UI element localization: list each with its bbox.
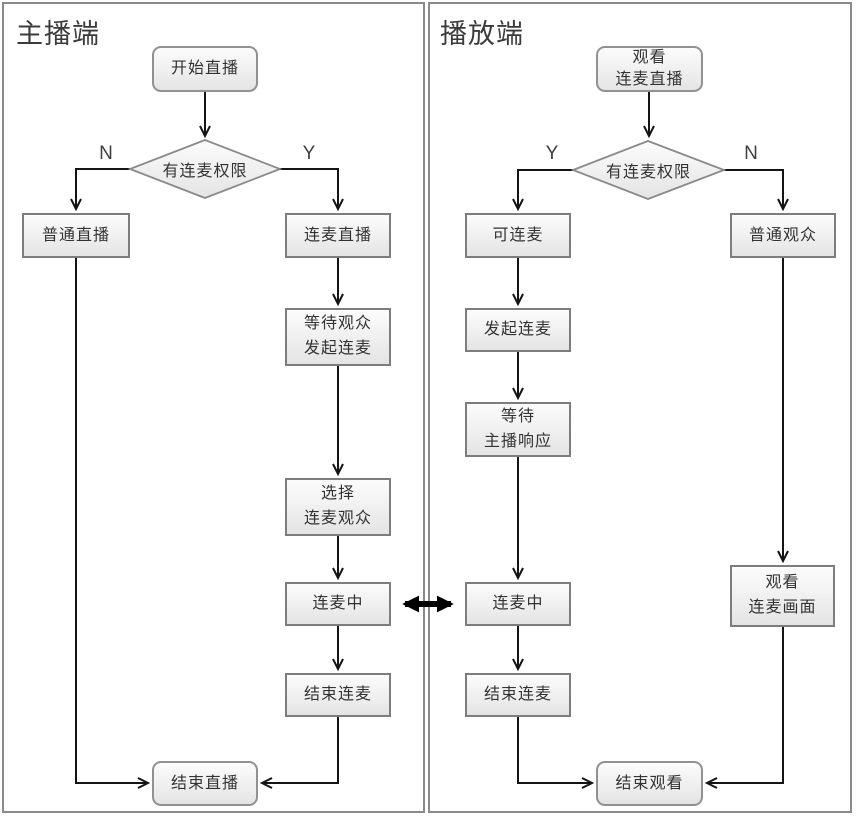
node-end-broadcast: 结束直播: [152, 761, 258, 806]
decision-diamond-broadcaster: [127, 139, 283, 199]
node-initiate-lianmai: 发起连麦: [465, 308, 571, 352]
panel-viewer: [428, 2, 852, 813]
node-end-watch: 结束观看: [596, 761, 703, 806]
node-label-line: 观看: [765, 574, 800, 592]
branch-label-n-broadcaster: N: [99, 143, 113, 164]
node-select-viewer: 选择 连麦观众: [285, 478, 391, 536]
edges-viewer: [512, 92, 789, 789]
decision-diamond-viewer: [570, 140, 727, 200]
node-label-line: 连麦画面: [748, 599, 817, 616]
node-normal-viewer: 普通观众: [730, 213, 836, 258]
node-lianmai-broadcast: 连麦直播: [285, 213, 391, 258]
viewer-panel-title: 播放端: [440, 19, 524, 49]
branch-label-n-viewer: N: [744, 143, 758, 164]
node-watch-lianmai-screen: 观看 连麦画面: [730, 565, 835, 627]
node-label-line: 观看: [632, 49, 667, 67]
node-start-broadcast: 开始直播: [152, 46, 258, 92]
node-watch-lianmai-broadcast: 观看 连麦直播: [596, 46, 703, 92]
node-end-lianmai-viewer: 结束连麦: [465, 673, 571, 717]
node-end-lianmai-broadcaster: 结束连麦: [285, 673, 391, 717]
node-label-line: 主播响应: [483, 432, 552, 450]
branch-label-y-viewer: Y: [545, 143, 559, 164]
node-in-lianmai-broadcaster: 连麦中: [285, 582, 391, 626]
node-normal-broadcast: 普通直播: [22, 213, 130, 258]
node-wait-host-response: 等待 主播响应: [465, 402, 571, 457]
decision-label-viewer: 有连麦权限: [605, 164, 691, 181]
edges-broadcaster: [70, 92, 344, 789]
node-wait-viewer-initiate: 等待观众 发起连麦: [285, 308, 391, 366]
node-label-line: 连麦观众: [303, 510, 372, 527]
node-label-line: 连麦直播: [615, 71, 684, 88]
node-label-line: 选择: [320, 485, 355, 503]
node-label-line: 发起连麦: [303, 340, 372, 357]
node-can-lianmai: 可连麦: [465, 213, 571, 258]
branch-label-y-broadcaster: Y: [302, 143, 316, 164]
decision-label-broadcaster: 有连麦权限: [162, 163, 248, 180]
node-in-lianmai-viewer: 连麦中: [465, 582, 571, 626]
panel-broadcaster: [2, 2, 425, 813]
node-label-line: 等待: [500, 407, 535, 425]
broadcaster-panel-title: 主播端: [16, 19, 100, 49]
node-label-line: 等待观众: [303, 315, 372, 333]
